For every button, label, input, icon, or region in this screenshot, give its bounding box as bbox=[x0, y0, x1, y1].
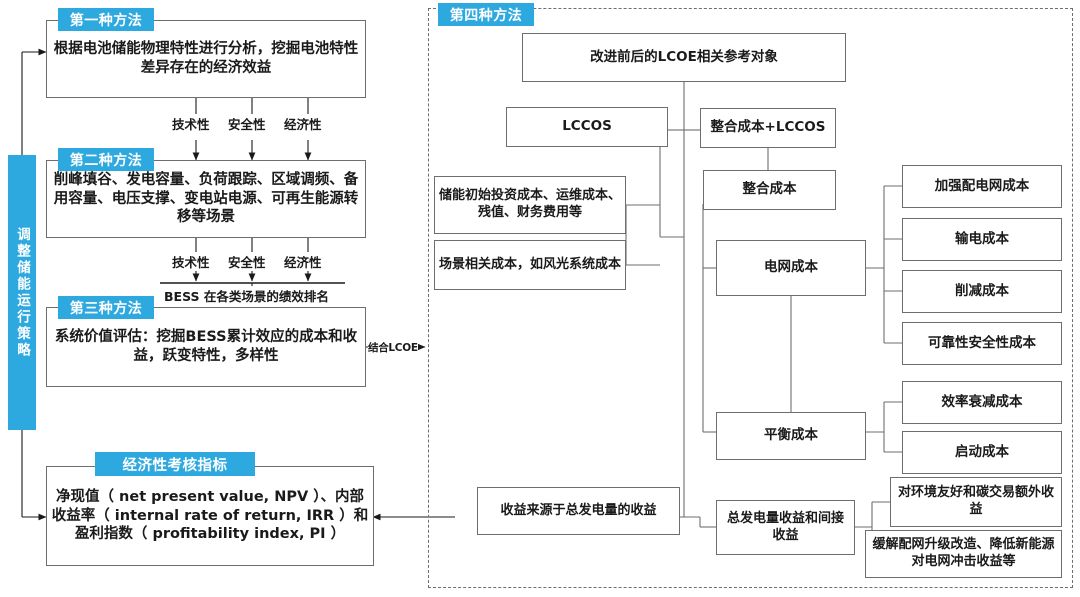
method3-box: 系统价值评估：挖掘BESS累计效应的成本和收益，跃变特性，多样性 bbox=[46, 307, 366, 387]
indicators-box: 净现值（ net present value, NPV ）、内部收益率（ int… bbox=[46, 466, 374, 566]
efficiency-decay-cost-box: 效率衰减成本 bbox=[902, 381, 1062, 424]
integrated-plus-lccos-text: 整合成本+LCCOS bbox=[710, 119, 826, 136]
integrated-cost-text: 整合成本 bbox=[742, 181, 797, 198]
storage-initial-cost-text: 储能初始投资成本、运维成本、残值、财务费用等 bbox=[439, 188, 622, 220]
indicators-tag: 经济性考核指标 bbox=[95, 452, 255, 476]
method1-tag: 第一种方法 bbox=[58, 8, 154, 31]
balance-cost-box: 平衡成本 bbox=[716, 412, 866, 460]
total-generation-revenue-text: 总发电量收益和间接收益 bbox=[726, 510, 844, 543]
criteria-row2-item-2: 经济性 bbox=[284, 252, 322, 271]
strengthen-distribution-cost-box: 加强配电网成本 bbox=[902, 165, 1062, 208]
reliability-safety-cost-box: 可靠性安全性成本 bbox=[902, 322, 1062, 365]
strategy-bar: 调整储能运行策略 bbox=[8, 155, 36, 430]
grid-upgrade-relief-revenue-box: 缓解配网升级改造、降低新能源对电网冲击收益等 bbox=[865, 530, 1062, 578]
lcoe-reference-box: 改进前后的LCOE相关参考对象 bbox=[522, 33, 846, 82]
method1-text: 根据电池储能物理特性进行分析，挖掘电池特性差异存在的经济效益 bbox=[53, 41, 359, 76]
transmission-cost-text: 输电成本 bbox=[955, 230, 1009, 247]
grid-upgrade-relief-revenue-text: 缓解配网升级改造、降低新能源对电网冲击收益等 bbox=[872, 537, 1055, 569]
grid-cost-box: 电网成本 bbox=[716, 240, 866, 296]
bess-ranking-label: BESS 在各类场景的绩效排名 bbox=[164, 286, 329, 305]
storage-initial-cost-box: 储能初始投资成本、运维成本、残值、财务费用等 bbox=[434, 176, 626, 234]
criteria-row1-item-0: 技术性 bbox=[172, 114, 210, 133]
lccos-box: LCCOS bbox=[506, 107, 668, 147]
lcoe-reference-text: 改进前后的LCOE相关参考对象 bbox=[590, 48, 778, 65]
balance-cost-text: 平衡成本 bbox=[764, 427, 818, 444]
criteria-row2-item-1: 安全性 bbox=[228, 252, 266, 271]
reliability-safety-cost-text: 可靠性安全性成本 bbox=[928, 334, 1036, 351]
curtailment-cost-box: 削减成本 bbox=[902, 270, 1062, 313]
method3-text: 系统价值评估：挖掘BESS累计效应的成本和收益，跃变特性，多样性 bbox=[54, 329, 358, 364]
criteria-row1-item-2: 经济性 bbox=[284, 114, 322, 133]
method2-tag: 第二种方法 bbox=[58, 148, 154, 171]
total-generation-revenue-box: 总发电量收益和间接收益 bbox=[716, 500, 855, 555]
integrated-plus-lccos-box: 整合成本+LCCOS bbox=[700, 108, 836, 148]
efficiency-decay-cost-text: 效率衰减成本 bbox=[941, 393, 1023, 410]
method1-box: 根据电池储能物理特性进行分析，挖掘电池特性差异存在的经济效益 bbox=[46, 20, 366, 98]
method3-tag: 第三种方法 bbox=[58, 296, 154, 319]
env-carbon-revenue-text: 对环境友好和碳交易额外收益 bbox=[897, 485, 1054, 517]
startup-cost-text: 启动成本 bbox=[955, 443, 1009, 460]
grid-cost-text: 电网成本 bbox=[764, 259, 818, 276]
criteria-row1-item-1: 安全性 bbox=[228, 114, 266, 133]
lccos-text: LCCOS bbox=[562, 118, 612, 135]
criteria-row2-item-0: 技术性 bbox=[172, 252, 210, 271]
method4-tag: 第四种方法 bbox=[438, 3, 534, 26]
revenue-source-text: 收益来源于总发电量的收益 bbox=[500, 502, 657, 518]
scenario-cost-box: 场景相关成本，如风光系统成本 bbox=[434, 240, 626, 290]
method2-text: 削峰填谷、发电容量、负荷跟踪、区域调频、备用容量、电压支撑、变电站电源、可再生能… bbox=[53, 171, 359, 226]
revenue-source-box: 收益来源于总发电量的收益 bbox=[477, 487, 680, 535]
env-carbon-revenue-box: 对环境友好和碳交易额外收益 bbox=[890, 477, 1062, 527]
strengthen-distribution-cost-text: 加强配电网成本 bbox=[934, 177, 1030, 194]
curtailment-cost-text: 削减成本 bbox=[955, 282, 1009, 299]
method4-panel bbox=[428, 8, 1073, 588]
method2-box: 削峰填谷、发电容量、负荷跟踪、区域调频、备用容量、电压支撑、变电站电源、可再生能… bbox=[46, 160, 366, 238]
startup-cost-box: 启动成本 bbox=[902, 431, 1062, 474]
integrated-cost-box: 整合成本 bbox=[703, 170, 836, 210]
bridge-label: 结合LCOE bbox=[368, 340, 418, 355]
indicators-text: 净现值（ net present value, NPV ）、内部收益率（ int… bbox=[51, 488, 369, 543]
scenario-cost-text: 场景相关成本，如风光系统成本 bbox=[439, 256, 622, 272]
transmission-cost-box: 输电成本 bbox=[902, 218, 1062, 261]
